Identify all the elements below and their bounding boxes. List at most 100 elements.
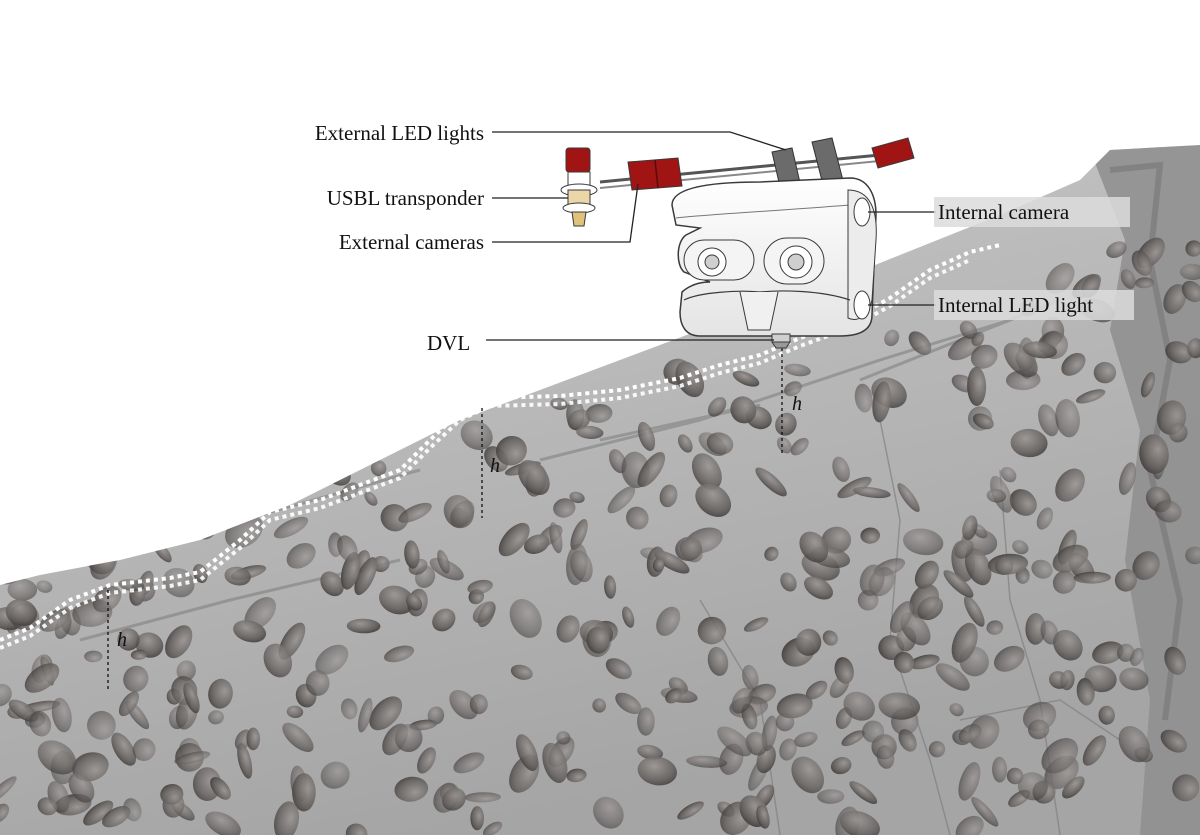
nodule <box>1168 422 1188 443</box>
nodule <box>160 783 184 805</box>
internal-camera-lens <box>853 197 871 227</box>
nodule <box>1093 361 1117 384</box>
dvl-sensor-icon <box>771 333 791 349</box>
nodule <box>1045 263 1075 294</box>
nodule <box>970 344 998 369</box>
nodule <box>993 645 1025 672</box>
nodule <box>1076 389 1106 404</box>
nodule <box>791 756 825 794</box>
nodule <box>117 628 140 651</box>
nodule <box>176 660 196 681</box>
nodule <box>370 460 387 477</box>
label-external-cameras: External cameras <box>339 230 484 254</box>
nodule <box>878 692 921 720</box>
nodule <box>467 579 493 595</box>
nodule <box>354 557 378 596</box>
nodule <box>369 696 403 731</box>
altitude-markers: h h h <box>107 348 802 690</box>
altitude-label-3: h <box>792 393 802 415</box>
nodule <box>123 665 149 693</box>
nodule <box>550 397 568 410</box>
nodule <box>570 550 593 583</box>
nodule <box>566 768 587 783</box>
nodule <box>443 495 475 529</box>
nodule <box>437 549 450 574</box>
nodule <box>775 412 797 436</box>
nodule <box>340 552 361 590</box>
label-usbl-transponder: USBL transponder <box>327 186 484 210</box>
nodule <box>523 534 550 554</box>
seabed <box>0 145 1200 835</box>
nodule <box>697 616 727 645</box>
nodule <box>292 773 316 812</box>
nodule <box>1118 725 1150 763</box>
nodule <box>1118 462 1137 495</box>
nodule <box>1120 269 1136 289</box>
nodule <box>986 488 1007 503</box>
nodule <box>743 617 769 632</box>
nodule <box>111 732 137 766</box>
nodule <box>1038 404 1059 437</box>
nodule <box>637 756 677 786</box>
nodule <box>841 730 865 747</box>
nodule <box>51 697 72 733</box>
nodule <box>585 403 613 423</box>
nodule <box>908 654 940 670</box>
nodule <box>569 491 585 504</box>
nodule <box>29 710 52 737</box>
nodule <box>1154 500 1182 523</box>
altitude-label-2: h <box>490 455 500 477</box>
nodule <box>654 550 690 574</box>
nodule <box>593 796 624 829</box>
trajectory-dots-lower <box>0 258 971 650</box>
nodule <box>542 742 568 783</box>
nodule <box>1062 776 1085 799</box>
nodule <box>394 776 429 802</box>
nodule <box>320 571 344 597</box>
nodule <box>1139 434 1169 474</box>
nodule <box>830 757 852 775</box>
internal-led-lens <box>853 290 871 320</box>
nodule <box>604 575 617 599</box>
nodule <box>1012 540 1029 555</box>
nodule <box>1135 277 1154 289</box>
nodule <box>165 625 193 659</box>
nodule <box>964 548 992 586</box>
nodule <box>0 776 17 804</box>
nodule <box>427 706 445 725</box>
nodule <box>849 781 878 805</box>
nodule <box>233 620 267 643</box>
nodule <box>852 486 891 499</box>
nodule <box>432 608 456 632</box>
leader-lines <box>486 131 936 341</box>
nodule <box>509 598 542 638</box>
nodule <box>799 531 829 563</box>
nodule <box>776 693 813 719</box>
nodule <box>795 628 822 656</box>
nodule <box>495 435 527 466</box>
label-internal-camera: Internal camera <box>938 200 1070 224</box>
nodule <box>1116 643 1135 662</box>
nodule <box>460 420 493 451</box>
nodule <box>949 703 964 717</box>
altitude-label-1: h <box>117 629 127 651</box>
nodule <box>656 606 681 636</box>
nodule <box>358 697 373 733</box>
nodule <box>817 789 845 804</box>
nodule <box>1165 341 1193 364</box>
nodule <box>890 600 913 634</box>
nodule <box>1185 240 1200 257</box>
nodule <box>1181 280 1200 303</box>
nodule <box>549 522 563 554</box>
nodule <box>592 698 607 713</box>
nodule <box>567 409 591 431</box>
nodule <box>732 370 760 387</box>
nodule <box>210 777 231 800</box>
nodule <box>677 434 693 453</box>
nodule <box>246 727 260 751</box>
nodule <box>477 601 496 628</box>
nodule <box>1041 738 1079 774</box>
nodule <box>784 381 802 397</box>
nodule <box>897 483 920 512</box>
